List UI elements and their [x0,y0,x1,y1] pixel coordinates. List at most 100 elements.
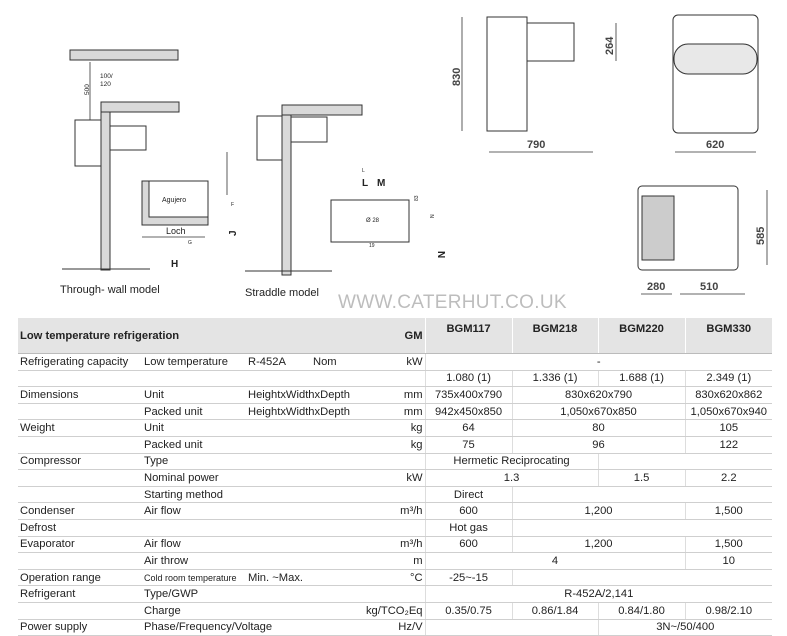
table-row: 1.080 (1)1.336 (1)1.688 (1)2.349 (1) [18,370,773,388]
detail-section [330,199,410,243]
row-label: Dimensions [18,386,142,404]
row-label: Refrigerating capacity [18,353,142,371]
row-label [18,602,142,620]
dim-19: 19 [369,243,375,249]
row-sublabel: Low temperature [142,353,246,371]
cell-value [511,569,773,587]
row-unit: m [311,552,426,570]
row-unit: m³/h [311,536,426,554]
cell-value: 3N~/50/400 [597,619,773,636]
row-unit [311,453,426,471]
cell-value [597,453,773,471]
cell-value: 0.86/1.84 [511,602,599,620]
roof-slab [100,101,180,113]
row-label: Compressor [18,453,142,471]
row-sublabel: Packed unit [142,436,311,454]
row-label [18,469,142,487]
cell-value: 122 [684,436,773,454]
dim-264: 264 [604,36,616,55]
row-label [18,486,142,504]
cell-value: 942x450x850 [424,403,513,421]
row-label: Weight [18,419,142,437]
front-view-grille [673,43,758,75]
row-sublabel: Unit [142,386,246,404]
model-header: BGM218 [511,318,599,354]
cell-value: - [424,353,773,371]
letter-j: J [228,230,239,236]
dim-585: 585 [755,227,767,245]
cell-value: 600 [424,536,513,554]
table-header: Low temperature refrigeration GM BGM117 … [18,318,773,354]
model-header: BGM117 [424,318,513,354]
row-sublabel [142,519,311,537]
cell-value: Direct [424,486,513,504]
dim-620: 620 [706,139,724,151]
letter-n-small: N [430,214,436,218]
through-wall-caption: Through- wall model [60,284,160,296]
spec-table: Low temperature refrigeration GM BGM117 … [18,318,773,636]
cell-value [424,619,599,636]
cell-value: 735x400x790 [424,386,513,404]
row-unit: m³/h [311,502,426,520]
dim-500: 500 [84,84,91,95]
top-view-grille [641,195,675,261]
row-unit: kW [311,469,426,487]
dim-100-120: 100/ [100,73,113,80]
hole-opening [148,180,209,218]
watermark: WWW.CATERHUT.CO.UK [338,292,567,313]
row-sublabel: Nominal power [142,469,311,487]
ceiling-slab [69,49,179,61]
row-unit: °C [380,569,426,587]
letter-h: H [171,259,178,270]
cell-value: 1.336 (1) [511,370,599,388]
cell-value: 2.349 (1) [684,370,773,388]
row-unit: kg [311,419,426,437]
cell-value: 0.98/2.10 [684,602,773,620]
cell-value: -25~-15 [424,569,513,587]
row-unit [311,370,426,388]
dim-d28: Ø 28 [366,218,380,224]
cell-value: 2.2 [684,469,773,487]
straddle-unit-body [256,115,283,161]
hole-label: Agujero [162,197,186,204]
cell-value: 0.35/0.75 [424,602,513,620]
letter-l-small: L [362,168,365,174]
cell-value: 80 [511,419,686,437]
hole-f-label: F [231,202,234,208]
row-sublabel: Air flow [142,536,311,554]
cell-value: Hermetic Reciprocating [424,453,599,471]
cell-value: 1.080 (1) [424,370,513,388]
cell-value: 1,200 [511,536,686,554]
letter-m: M [377,178,385,189]
row-sublabel: Charge [142,602,311,620]
cell-value [511,519,773,537]
installation-drawings: Through- wall model Straddle model 100/ … [60,14,768,299]
row-label: Refrigerant [18,585,142,603]
row-unit: kg [311,436,426,454]
row-label [18,370,142,388]
row-unit: kW [380,353,426,371]
series-label: GM [380,318,426,354]
row-unit: mm [380,403,426,421]
row-unit [311,585,426,603]
row-detail: Min. ~Max. [246,569,381,587]
dim-830: 830 [451,68,463,86]
cell-value: 10 [684,552,773,570]
row-label: Operation range [18,569,142,587]
hole-label-de: Loch [166,226,186,236]
table-title: Low temperature refrigeration [18,318,381,354]
row-refrigerant: R-452A [246,353,311,371]
row-label [18,436,142,454]
dim-790: 790 [527,139,545,151]
row-sublabel: Phase/Frequency/Voltage [142,619,311,636]
model-header: BGM220 [597,318,686,354]
